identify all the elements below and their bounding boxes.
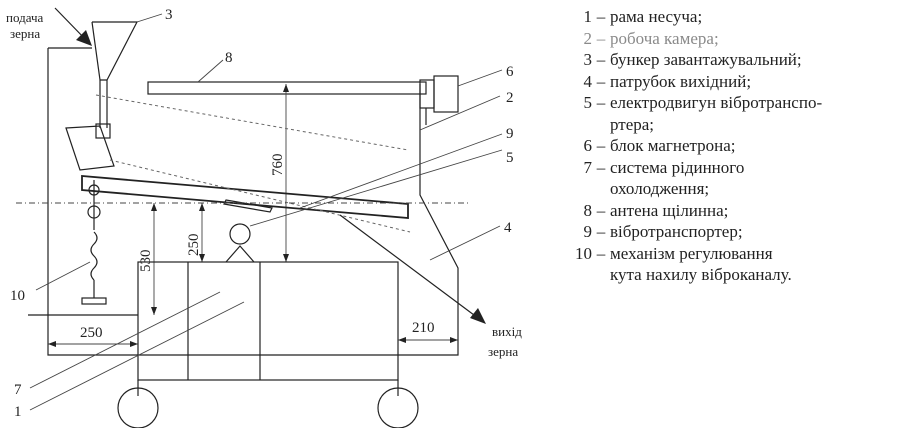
label-6: 6 (506, 64, 514, 80)
legend-item-text: робоча камера; (610, 28, 719, 48)
legend-item-dash: – (596, 28, 606, 48)
legend-item-10-continued: кута нахилу віброканалу. (566, 264, 896, 286)
legend-item-5: 5–електродвигун вібротранспо- (566, 92, 896, 114)
grain-output-label-line2: зерна (488, 344, 518, 359)
magnetron-block (419, 75, 459, 125)
legend-item-8: 8–антена щілинна; (566, 200, 896, 222)
legend-item-10: 10–механізм регулювання (566, 243, 896, 265)
dim-250-horizontal-label: 250 (80, 325, 103, 341)
legend-item-dash: – (596, 7, 606, 26)
leader-10 (35, 261, 91, 291)
dimension-210 (398, 337, 458, 343)
label-8: 8 (225, 50, 233, 66)
leader-9 (299, 133, 503, 209)
legend-item-continuation: охолодження; (610, 179, 710, 198)
dim-530-label: 530 (138, 250, 154, 273)
legend-item-continuation: ртера; (610, 114, 655, 134)
leader-2 (419, 95, 501, 131)
leader-4 (429, 225, 501, 261)
slot-antenna (147, 81, 427, 95)
legend-item-text: бункер завантажувальний; (610, 50, 802, 69)
leader-6 (457, 69, 503, 87)
legend-item-number: 8 (583, 200, 593, 220)
legend-item-dash: – (596, 157, 606, 177)
leader-1 (29, 301, 245, 411)
legend-item-number: 7 (583, 157, 593, 177)
vibro-motor (223, 199, 273, 263)
dim-760-label: 760 (270, 154, 286, 177)
dim-250-vertical-label: 250 (186, 234, 202, 257)
label-4: 4 (504, 220, 512, 236)
legend-item-text: антена щілинна; (610, 200, 729, 220)
legend-item-5-continued: ртера; (566, 114, 896, 136)
leader-8 (197, 59, 224, 83)
dimension-250-vertical (199, 203, 205, 262)
label-10: 10 (10, 288, 25, 304)
tilt-mechanism (81, 180, 107, 305)
label-7: 7 (14, 382, 22, 398)
legend-item-dash: – (596, 93, 606, 112)
dimension-760 (283, 84, 289, 262)
grain-feed-label-line2: зерна (10, 26, 40, 41)
legend-item-text: система рідинного (610, 157, 745, 177)
working-chamber (47, 47, 459, 356)
label-3: 3 (165, 7, 173, 23)
legend-item-dash: – (596, 50, 606, 69)
legend-item-7: 7–система рідинного (566, 157, 896, 179)
legend-item-dash: – (596, 71, 606, 91)
legend-item-6: 6–блок магнетрона; (566, 135, 896, 157)
legend-item-dash: – (596, 200, 606, 220)
label-1: 1 (14, 404, 22, 420)
legend-item-number: 3 (583, 50, 593, 69)
legend-item-7-continued: охолодження; (566, 178, 896, 200)
loading-hopper (91, 21, 138, 128)
legend-item-number: 1 (583, 7, 593, 26)
legend-item-number: 9 (583, 222, 593, 241)
legend-item-text: рама несуча; (610, 7, 703, 26)
legend-item-number: 10 (575, 243, 592, 263)
grain-feed-label-line1: подача (6, 10, 43, 25)
dim-210-label: 210 (412, 320, 435, 336)
legend-item-text: вібротранспортер; (610, 222, 743, 241)
legend-item-9: 9–вібротранспортер; (566, 221, 896, 243)
dimension-530 (151, 203, 157, 315)
legend-item-number: 4 (583, 71, 593, 91)
legend-item-number: 5 (583, 93, 593, 112)
dimension-250-horizontal (48, 341, 138, 347)
leader-7 (29, 291, 221, 389)
legend-item-dash: – (596, 136, 606, 155)
legend-item-3: 3–бункер завантажувальний; (566, 49, 896, 71)
legend-item-4: 4–патрубок вихідний; (566, 71, 896, 93)
leader-5 (249, 149, 503, 227)
legend-list: 1–рама несуча; 2–робоча камера; 3–бункер… (566, 6, 896, 286)
legend-item-number: 2 (583, 28, 593, 48)
legend-item-continuation: кута нахилу віброканалу. (610, 265, 792, 284)
legend-item-text: патрубок вихідний; (610, 71, 752, 91)
label-2: 2 (506, 90, 514, 106)
legend-item-text: механізм регулювання (610, 243, 773, 263)
grain-output-arrow (339, 214, 486, 324)
legend-item-1: 1–рама несуча; (566, 6, 896, 28)
label-9: 9 (506, 126, 514, 142)
support-frame (28, 261, 419, 428)
grain-output-label-line1: вихід (492, 324, 522, 339)
label-5: 5 (506, 150, 514, 166)
vibro-conveyor (65, 94, 411, 233)
legend-item-dash: – (596, 222, 606, 241)
legend-item-text: електродвигун вібротранспо- (610, 93, 823, 112)
legend-item-dash: – (596, 243, 606, 263)
legend-item-number: 6 (583, 136, 593, 155)
leader-3 (136, 13, 163, 23)
schematic-drawing: подача зерна 3 8 6 2 760 (6, 7, 522, 428)
legend-item-text: блок магнетрона; (610, 136, 736, 155)
legend-item-2: 2–робоча камера; (566, 28, 896, 50)
grain-feed-arrow (54, 7, 92, 46)
